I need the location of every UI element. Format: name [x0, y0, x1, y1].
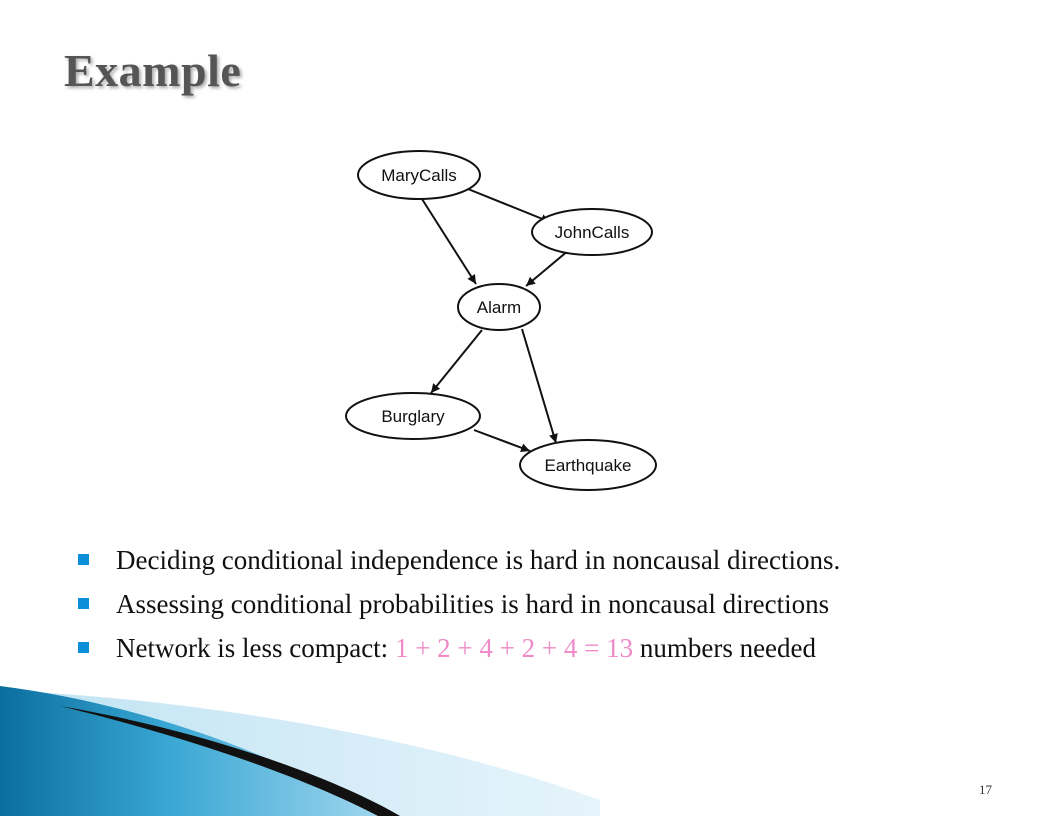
bullet-text-prefix: Network is less compact: [116, 633, 395, 663]
square-bullet-icon [78, 554, 89, 565]
swoosh-dark-stripe [60, 706, 400, 816]
node-alarm: Alarm [457, 283, 541, 331]
bullet-highlight: 1 + 2 + 4 + 2 + 4 = 13 [394, 633, 634, 663]
node-label-burglary: Burglary [381, 407, 445, 426]
square-bullet-icon [78, 642, 89, 653]
edge-burglary-earthquake [473, 429, 531, 453]
node-label-alarm: Alarm [477, 298, 521, 317]
bullet-item: Deciding conditional independence is har… [78, 540, 840, 584]
node-label-johncalls: JohnCalls [555, 223, 630, 242]
node-johncalls: JohnCalls [531, 208, 653, 256]
bullet-text: Assessing conditional probabilities is h… [116, 589, 830, 619]
edge-alarm-earthquake [521, 328, 558, 444]
bullet-text-suffix: numbers needed [633, 633, 817, 663]
bullet-item: Assessing conditional probabilities is h… [78, 584, 840, 628]
edge-marycalls-johncalls [467, 188, 551, 223]
bayes-network-diagram: MaryCalls JohnCalls Alarm Burglary Earth… [345, 150, 657, 491]
node-earthquake: Earthquake [519, 439, 657, 491]
bullet-item: Network is less compact: 1 + 2 + 4 + 2 +… [78, 628, 840, 672]
square-bullet-icon [78, 598, 89, 609]
bullet-text: Deciding conditional independence is har… [116, 545, 841, 575]
node-burglary: Burglary [345, 392, 481, 440]
edge-johncalls-alarm [525, 249, 570, 287]
bullet-list: Deciding conditional independence is har… [78, 540, 840, 672]
node-label-marycalls: MaryCalls [381, 166, 457, 185]
slide-title: Example [64, 45, 242, 96]
edge-marycalls-alarm [421, 198, 477, 285]
node-label-earthquake: Earthquake [545, 456, 632, 475]
swoosh-blue-band [0, 686, 380, 816]
edge-alarm-burglary [430, 329, 483, 394]
node-marycalls: MaryCalls [357, 150, 481, 200]
page-number: 17 [979, 782, 992, 797]
